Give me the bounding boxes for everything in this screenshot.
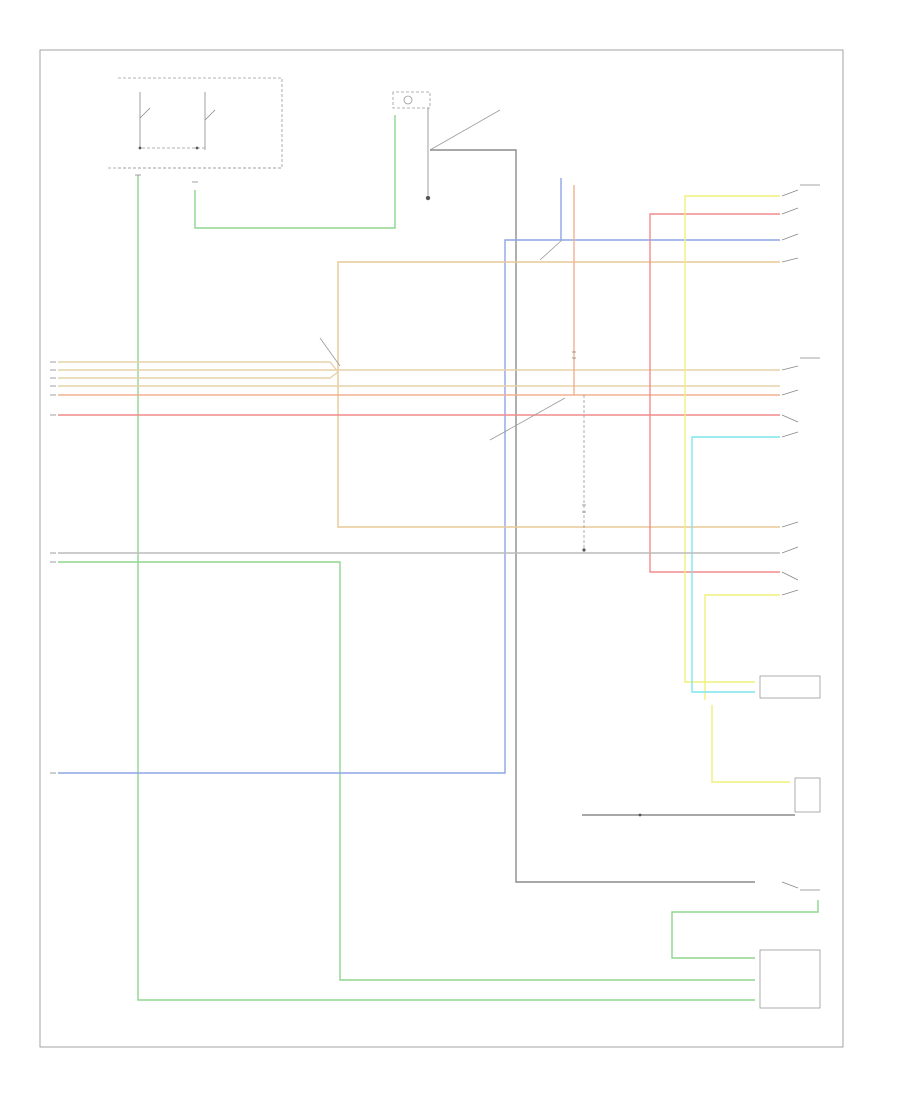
- wire-yellow-main: [684, 195, 780, 683]
- splice-node: [195, 146, 199, 150]
- inline-connector-marks: [135, 174, 586, 513]
- wire-green-upper: [194, 115, 396, 229]
- wire-tan-3: [58, 371, 339, 379]
- wire-blue: [58, 239, 780, 774]
- connector-block: [759, 949, 821, 1009]
- wire-green-mid: [58, 561, 755, 981]
- wire-green-bottom-right: [671, 900, 819, 959]
- wire-yellow-lower: [704, 594, 780, 700]
- left-pin-markers: [50, 361, 56, 774]
- switch-contact-left-arm: [139, 107, 151, 119]
- switch-contact-right-arm: [204, 109, 216, 121]
- diagram-frame: [39, 49, 844, 1048]
- callout-leader: [489, 397, 566, 441]
- splice-node: [138, 146, 142, 150]
- wire-green-long: [137, 175, 755, 1001]
- wire-gray-main: [430, 149, 755, 883]
- top-module-outline: [392, 91, 431, 109]
- connector-block: [794, 777, 821, 813]
- top-module-terminal: [403, 95, 413, 105]
- wire-red-loop: [649, 213, 780, 573]
- switch-module-outline: [118, 77, 283, 169]
- wire-yellow-bottom: [711, 705, 790, 783]
- connector-block: [759, 675, 821, 699]
- ground-node: [425, 195, 431, 201]
- callout-leader: [319, 337, 341, 367]
- callout-leader: [429, 109, 501, 151]
- callout-leader: [539, 239, 563, 261]
- wire-tan-1: [58, 361, 339, 373]
- wire-cyan: [691, 436, 780, 693]
- splice-node: [638, 813, 642, 817]
- splice-node: [582, 548, 586, 552]
- right-switch-group: [781, 184, 820, 891]
